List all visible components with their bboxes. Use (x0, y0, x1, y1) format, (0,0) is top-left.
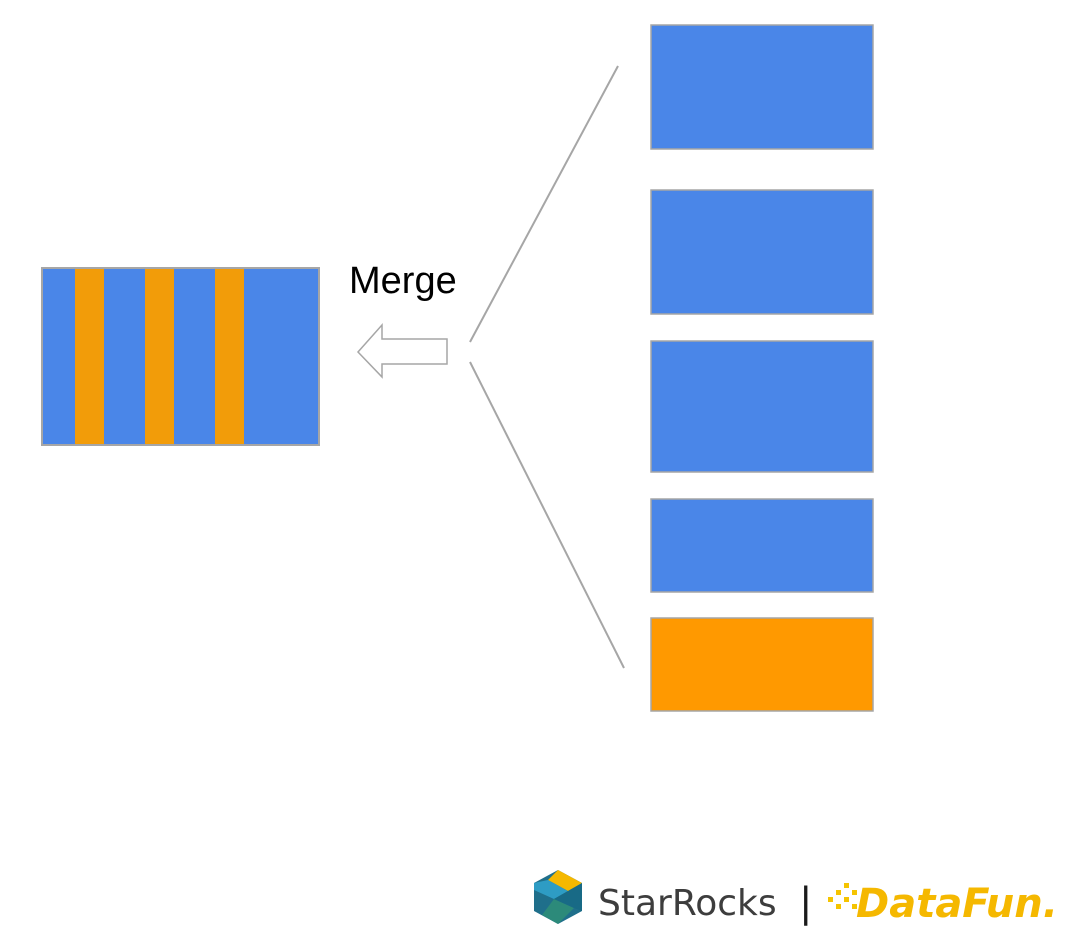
source-block-5 (650, 617, 874, 712)
starrocks-logo-icon (534, 870, 582, 924)
fan-line-top (469, 65, 619, 343)
fan-line-bottom (469, 361, 625, 669)
footer-logos: StarRocks | DataFun. (534, 870, 1058, 927)
merge-label: Merge (349, 260, 457, 302)
source-block-2 (650, 189, 874, 315)
source-block-3 (650, 340, 874, 473)
datafun-dots-icon (828, 883, 857, 909)
logo-separator: | (799, 880, 812, 926)
left-arrow-icon (356, 323, 448, 379)
merged-block-orange-stripe (215, 268, 244, 445)
source-block-4 (650, 498, 874, 593)
datafun-wordmark: DataFun. (856, 881, 1058, 927)
merged-block-border (41, 267, 320, 446)
starrocks-wordmark: StarRocks (598, 883, 777, 924)
merged-block-orange-stripe (75, 268, 104, 445)
source-blocks (650, 24, 874, 712)
datafun-wordmark-text: DataFun. (856, 881, 1058, 927)
merged-block-orange-stripe (145, 268, 174, 445)
source-block-1 (650, 24, 874, 150)
merged-result-block (41, 267, 320, 446)
